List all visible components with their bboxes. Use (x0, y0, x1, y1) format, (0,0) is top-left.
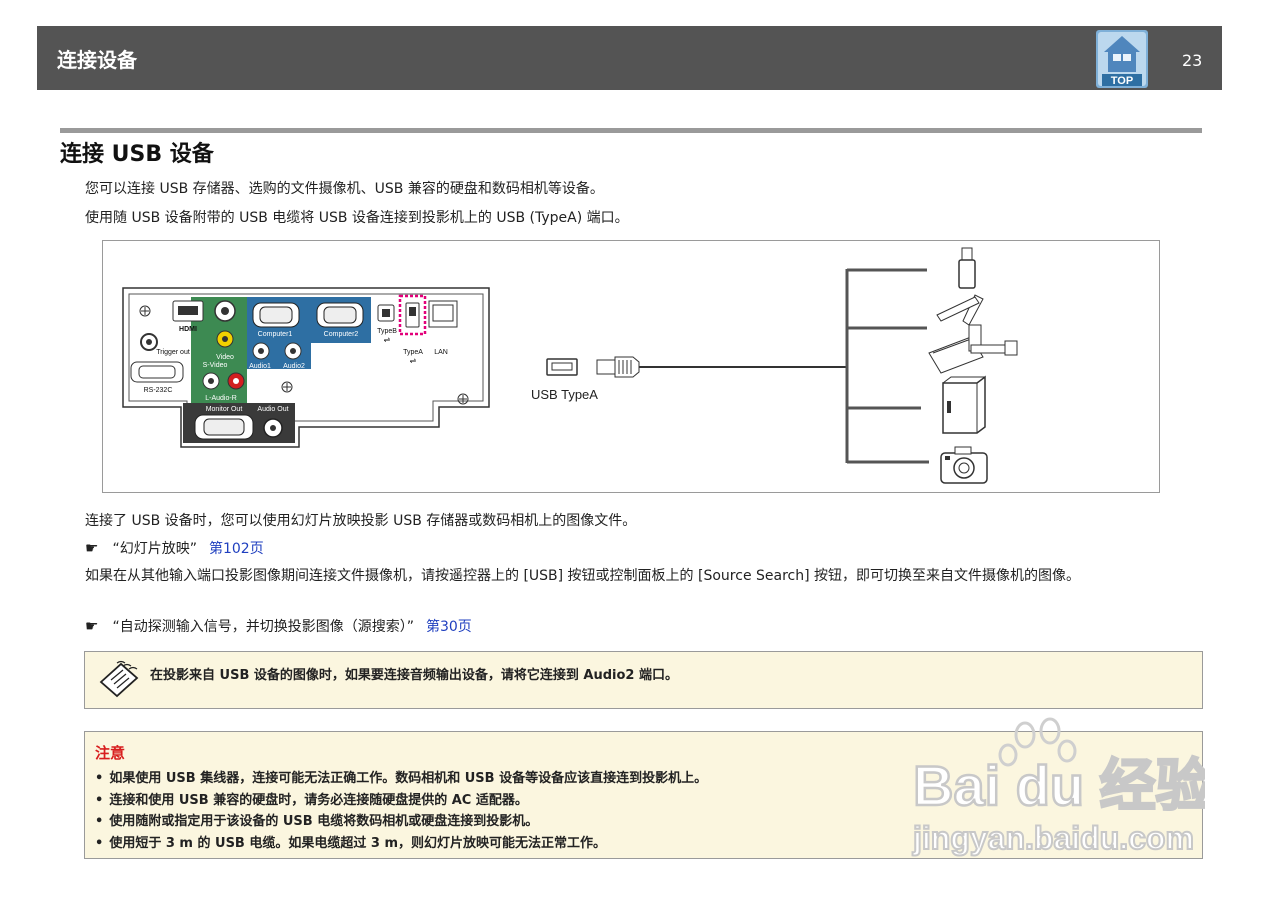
typeb-label: TypeB (377, 328, 397, 335)
video-label: Video (216, 354, 234, 361)
laudio-label: L-Audio-R (205, 395, 237, 402)
typea-highlight (398, 294, 427, 336)
trigger-label: Trigger out (156, 349, 190, 356)
typeb-usb-icon: ⇌ (384, 335, 391, 344)
page-link-102[interactable]: 第102页 (208, 541, 264, 557)
usb-typea-label: USB TypeA (531, 387, 598, 402)
reference-slideshow-text: “幻灯片放映” (112, 541, 197, 557)
section-rule (60, 128, 1202, 133)
pointing-hand-icon: ☛ (85, 617, 99, 635)
caution-item: 使用随附或指定用于该设备的 USB 电缆将数码相机或硬盘连接到投影机。 (95, 811, 707, 833)
note-icon (99, 660, 139, 698)
top-home-icon[interactable]: TOP (1096, 30, 1148, 88)
tip-text: 在投影来自 USB 设备的图像时，如果要连接音频输出设备，请将它连接到 Audi… (150, 668, 678, 683)
reference-slideshow: ☛ “幻灯片放映” 第102页 (85, 538, 264, 558)
reference-source-search: ☛ “自动探测输入信号，并切换投影图像（源搜索）” 第30页 (85, 616, 472, 636)
hdmi-label: HDMI (179, 326, 197, 333)
tip-box: 在投影来自 USB 设备的图像时，如果要连接音频输出设备，请将它连接到 Audi… (84, 651, 1203, 709)
hard-disk-icon (942, 375, 986, 434)
usb-plug-icon (596, 356, 640, 378)
monitor-out-label: Monitor Out (206, 406, 243, 413)
document-camera-icon (928, 294, 1018, 374)
page-link-30[interactable]: 第30页 (425, 619, 472, 635)
caution-item: 连接和使用 USB 兼容的硬盘时，请务必连接随硬盘提供的 AC 适配器。 (95, 790, 707, 812)
digital-camera-icon (940, 446, 988, 484)
rs232-label: RS-232C (144, 387, 173, 394)
audio2-label: Audio2 (283, 363, 305, 370)
computer1-label: Computer1 (258, 331, 293, 338)
caution-item: 使用短于 3 m 的 USB 电缆。如果电缆超过 3 m，则幻灯片放映可能无法正… (95, 833, 707, 855)
header-bar: 连接设备 TOP 23 (37, 26, 1222, 90)
header-title: 连接设备 (57, 48, 137, 72)
body-paragraph-1: 连接了 USB 设备时，您可以使用幻灯片放映投影 USB 存储器或数码相机上的图… (85, 513, 637, 529)
diagram-canvas: HDMI Trigger out RS-232C Video S-Video L… (122, 247, 1018, 484)
intro-paragraph-1: 您可以连接 USB 存储器、选购的文件摄像机、USB 兼容的硬盘和数码相机等设备… (85, 181, 604, 197)
lan-label: LAN (434, 349, 448, 356)
computer2-label: Computer2 (324, 331, 359, 338)
usb-memory-icon (958, 247, 976, 289)
intro-paragraph-2: 使用随 USB 设备附带的 USB 电缆将 USB 设备连接到投影机上的 USB… (85, 210, 629, 226)
caution-box: 注意 如果使用 USB 集线器，连接可能无法正确工作。数码相机和 USB 设备等… (84, 731, 1203, 859)
page-number: 23 (1182, 51, 1203, 70)
pointing-hand-icon: ☛ (85, 539, 99, 557)
svideo-label: S-Video (203, 362, 228, 369)
body-paragraph-2: 如果在从其他输入端口投影图像期间连接文件摄像机，请按遥控器上的 [USB] 按钮… (85, 568, 1081, 584)
section-title: 连接 USB 设备 (60, 142, 214, 167)
top-label: TOP (1111, 75, 1133, 87)
audio-out-label: Audio Out (257, 406, 288, 413)
typea-usb-icon: ⇌ (410, 356, 417, 365)
caution-item: 如果使用 USB 集线器，连接可能无法正确工作。数码相机和 USB 设备等设备应… (95, 768, 707, 790)
caution-list: 如果使用 USB 集线器，连接可能无法正确工作。数码相机和 USB 设备等设备应… (95, 768, 707, 854)
reference-source-search-text: “自动探测输入信号，并切换投影图像（源搜索）” (112, 619, 414, 635)
typea-label: TypeA (403, 349, 423, 356)
connection-diagram: HDMI Trigger out RS-232C Video S-Video L… (102, 240, 1160, 493)
caution-title: 注意 (95, 744, 126, 762)
audio1-label: Audio1 (249, 363, 271, 370)
